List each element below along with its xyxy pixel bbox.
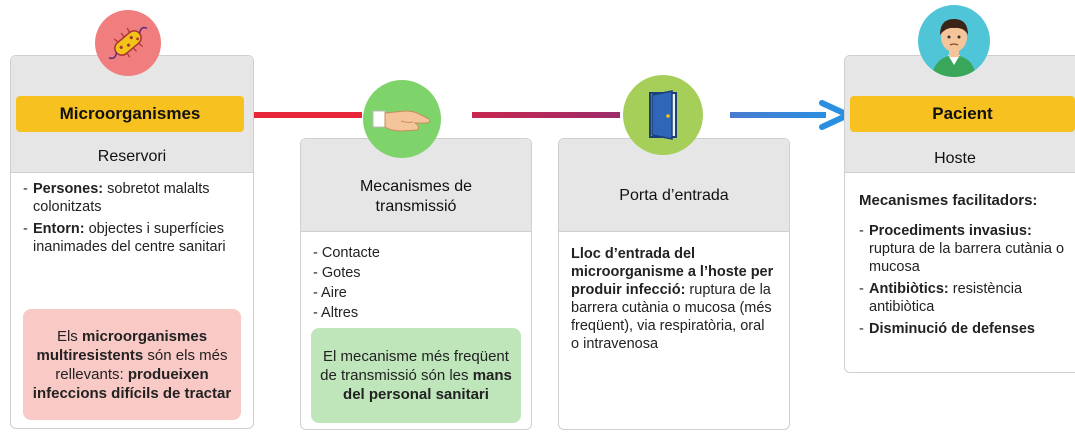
transmission-note-b: mans del personal sanitari bbox=[343, 367, 512, 403]
patient-subtitle: Hoste bbox=[934, 150, 976, 167]
patient-banner: Pacient bbox=[850, 96, 1075, 132]
patient-heading: Mecanismes facilitadors: bbox=[859, 192, 1038, 209]
patient-item1-bold: Procediments invasius: bbox=[869, 223, 1032, 239]
portal-title: Porta d’entrada bbox=[619, 187, 729, 204]
patient-item2-text: resistència antibiòtica bbox=[869, 281, 1023, 315]
hand-icon bbox=[363, 80, 441, 158]
connector-red bbox=[244, 112, 362, 118]
reservoir-note: Els microorganismes multiresistents són … bbox=[23, 309, 241, 420]
patient-item1-text: ruptura de la barrera cutània o mucosa bbox=[869, 241, 1065, 275]
portal-card: Porta d’entrada Lloc d’entrada del micro… bbox=[558, 138, 790, 430]
reservoir-banner: Microorganismes bbox=[16, 96, 244, 132]
patient-item2-bold: Antibiòtics: bbox=[869, 281, 949, 297]
reservoir-item2-text: objectes i superfícies inanimades del ce… bbox=[33, 221, 226, 255]
patient-item3-bold: Disminució de defenses bbox=[869, 321, 1035, 337]
reservoir-subtitle: Reservori bbox=[97, 148, 167, 165]
reservoir-list: - Persones: sobretot malalts colonitzats… bbox=[23, 181, 226, 255]
portal-text-bold: Lloc d’entrada del microorganisme a l’ho… bbox=[571, 246, 774, 298]
portal-text: Lloc d’entrada del microorganisme a l’ho… bbox=[571, 245, 776, 353]
transmission-item: - Gotes bbox=[313, 265, 361, 281]
transmission-title: Mecanismes de transmissió bbox=[359, 178, 473, 215]
transmission-list: - Contacte - Gotes - Aire - Altres bbox=[313, 243, 513, 323]
connector-blue bbox=[730, 112, 826, 118]
reservoir-item1-text: sobretot malalts colonitzats bbox=[33, 181, 210, 215]
transmission-item: - Aire bbox=[313, 285, 347, 301]
transmission-item: - Altres bbox=[313, 305, 359, 321]
reservoir-note-b: microorganismes multiresistents bbox=[36, 327, 208, 364]
portal-text-rest: ruptura de la barrera cutània o mucosa (… bbox=[571, 282, 772, 352]
reservoir-note-c: són els més rellevants: bbox=[55, 346, 228, 383]
reservoir-item1-bold: Persones: bbox=[33, 181, 104, 197]
transmission-note: El mecanisme més freqüent de transmissió… bbox=[311, 328, 521, 423]
transmission-card: Mecanismes de transmissió - Contacte - G… bbox=[300, 138, 532, 430]
bacteria-icon bbox=[95, 10, 161, 76]
transmission-item: - Contacte bbox=[313, 245, 380, 261]
transmission-note-a: El mecanisme més freqüent de transmissió… bbox=[320, 348, 509, 384]
patient-icon bbox=[918, 5, 990, 77]
reservoir-note-d: produeixen infeccions difícils de tracta… bbox=[32, 365, 232, 402]
patient-list: - Procediments invasius: ruptura de la b… bbox=[859, 223, 1065, 337]
reservoir-note-a: Els bbox=[56, 327, 82, 345]
door-icon bbox=[623, 75, 703, 155]
reservoir-item2-bold: Entorn: bbox=[33, 221, 85, 237]
connector-purple bbox=[472, 112, 620, 118]
